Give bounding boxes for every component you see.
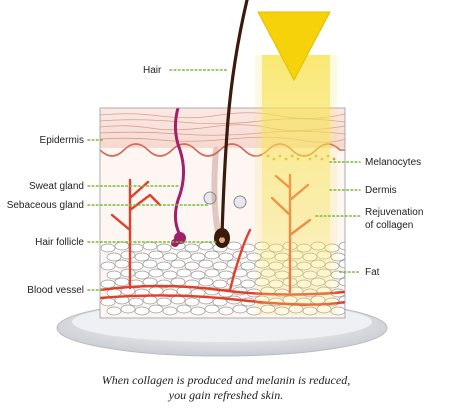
label-hair: Hair (143, 65, 162, 76)
label-dermis: Dermis (365, 185, 397, 196)
caption-line-1: When collagen is produced and melanin is… (102, 373, 350, 387)
label-hair-follicle: Hair follicle (35, 237, 84, 248)
left-leader-lines (87, 69, 229, 291)
hair-follicle-shape (211, 147, 230, 248)
label-rejuvenation-line1: Rejuvenation (365, 207, 423, 218)
label-fat: Fat (365, 267, 380, 278)
label-melanocytes: Melanocytes (365, 157, 421, 168)
light-beam (255, 11, 337, 315)
label-sebaceous-gland: Sebaceous gland (7, 200, 84, 211)
sweat-gland-shape (171, 108, 186, 247)
right-leader-lines (315, 161, 361, 273)
hair-shaft (220, 0, 249, 238)
label-blood-vessel: Blood vessel (27, 285, 84, 296)
caption-line-2: you gain refreshed skin. (168, 388, 283, 402)
label-epidermis: Epidermis (40, 135, 84, 146)
light-arrow-icon (257, 11, 331, 82)
label-sweat-gland: Sweat gland (29, 181, 84, 192)
label-rejuvenation-line2: of collagen (365, 220, 413, 231)
